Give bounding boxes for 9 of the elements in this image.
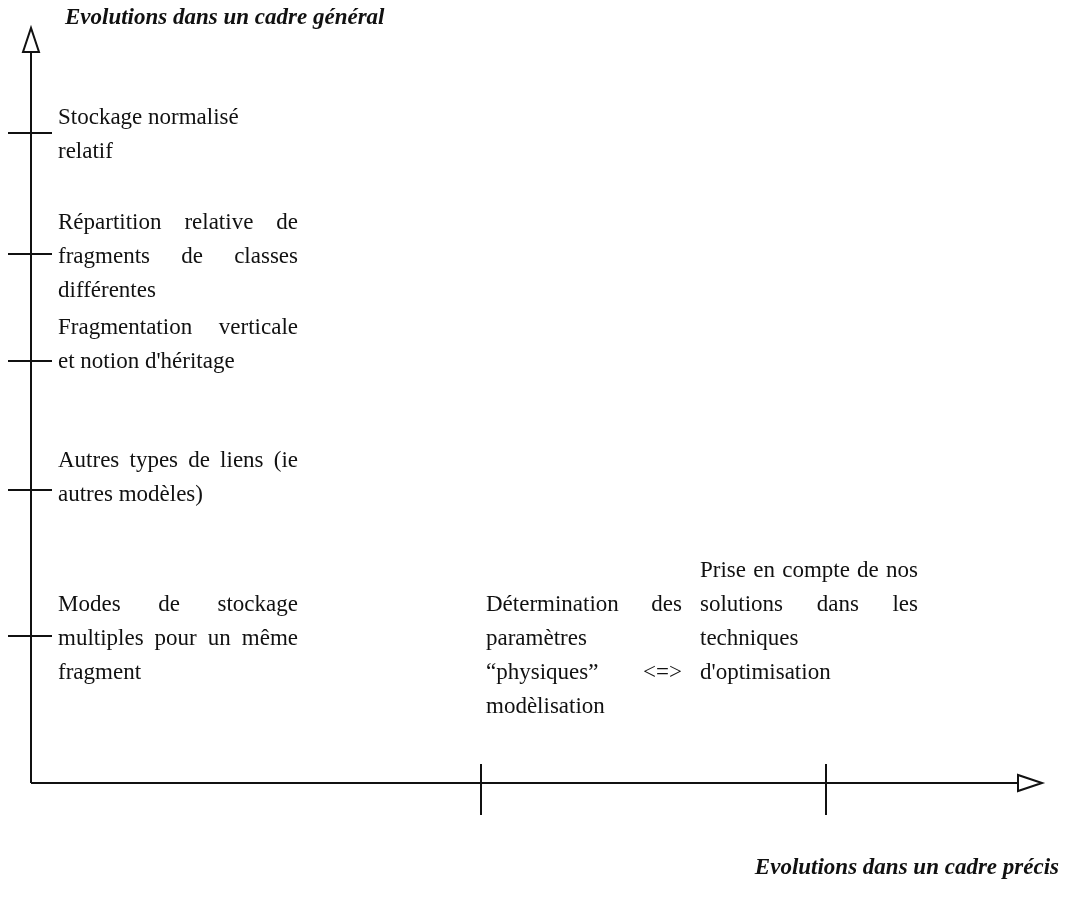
axis-title: Evolutions dans un cadre général: [65, 3, 385, 31]
axis-category-label: Prise en compte de nos solutions dans les techniques d'optimisation: [700, 556, 918, 686]
axis-category-label: Fragmentation verticale et notion d'héritage: [58, 313, 298, 375]
axis-category-label: Répartition relative de fragments de classes différentes: [58, 208, 298, 304]
axis-title: Evolutions dans un cadre précis: [754, 853, 1059, 881]
axis-category-label: Modes de stockage multiples pour un même fragment: [58, 590, 298, 686]
axis-category-label: Détermination des paramètres “physiques” <=> modèlisation: [486, 590, 682, 720]
axis-category-label: Stockage normalisé relatif: [58, 103, 240, 165]
axis-category-label: Autres types de liens (ie autres modèles): [58, 446, 298, 508]
